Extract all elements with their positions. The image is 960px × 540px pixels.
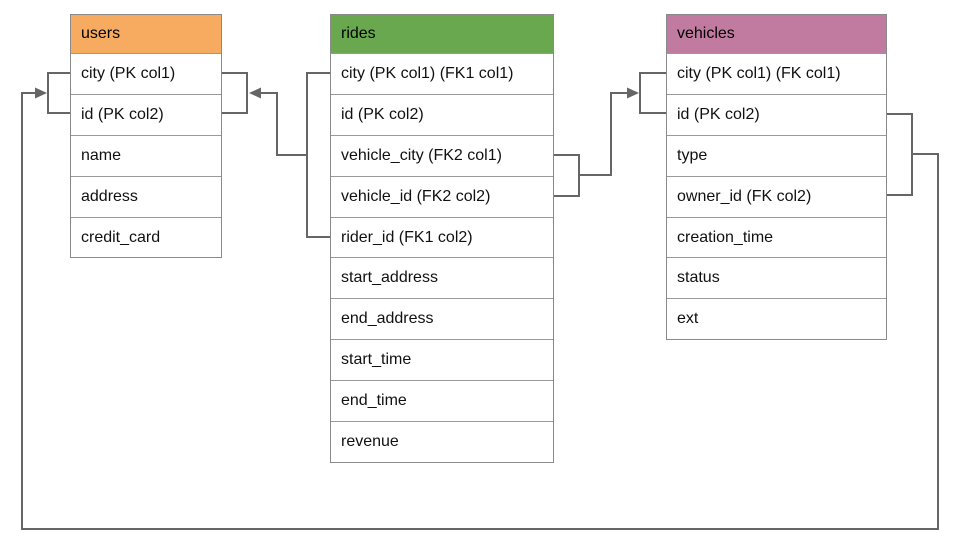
- arrowhead-into-users-left: [35, 87, 47, 99]
- table-users-header[interactable]: users: [71, 15, 221, 53]
- connector-users-left-bracket: [47, 72, 70, 114]
- table-row[interactable]: end_time: [331, 380, 553, 422]
- table-row[interactable]: city (PK col1): [71, 53, 221, 94]
- table-rides-rows: city (PK col1) (FK1 col1)id (PK col2)veh…: [331, 53, 553, 462]
- table-row[interactable]: address: [71, 175, 221, 217]
- table-rides[interactable]: rides city (PK col1) (FK1 col1)id (PK co…: [330, 14, 554, 463]
- table-row[interactable]: vehicle_id (FK2 col2): [331, 175, 553, 217]
- table-row[interactable]: start_time: [331, 339, 553, 381]
- table-row[interactable]: id (PK col2): [667, 93, 886, 135]
- table-row[interactable]: end_address: [331, 298, 553, 340]
- arrowhead-into-users-right: [249, 87, 261, 99]
- connector-rides-to-users: [252, 72, 330, 238]
- arrowhead-into-vehicles-left: [627, 87, 639, 99]
- table-row[interactable]: ext: [667, 298, 886, 340]
- connector-users-right-bracket: [222, 72, 248, 114]
- table-vehicles[interactable]: vehicles city (PK col1) (FK col1)id (PK …: [666, 14, 887, 341]
- table-row[interactable]: city (PK col1) (FK col1): [667, 53, 886, 94]
- table-row[interactable]: status: [667, 257, 886, 299]
- table-vehicles-header[interactable]: vehicles: [667, 15, 886, 53]
- connector-vehicles-to-users: [21, 92, 939, 530]
- table-row[interactable]: city (PK col1) (FK1 col1): [331, 53, 553, 94]
- table-row[interactable]: credit_card: [71, 216, 221, 258]
- connector-rides-to-vehicles: [554, 92, 636, 197]
- table-row[interactable]: revenue: [331, 421, 553, 462]
- table-row[interactable]: vehicle_city (FK2 col1): [331, 134, 553, 176]
- table-vehicles-rows: city (PK col1) (FK col1)id (PK col2)type…: [667, 53, 886, 340]
- table-rides-header[interactable]: rides: [331, 15, 553, 53]
- table-row[interactable]: start_address: [331, 257, 553, 299]
- table-row[interactable]: id (PK col2): [331, 93, 553, 135]
- table-row[interactable]: rider_id (FK1 col2): [331, 216, 553, 258]
- table-row[interactable]: id (PK col2): [71, 93, 221, 135]
- table-row[interactable]: creation_time: [667, 216, 886, 258]
- connector-vehicles-left-bracket: [639, 72, 666, 114]
- table-row[interactable]: type: [667, 134, 886, 176]
- table-row[interactable]: name: [71, 134, 221, 176]
- table-row[interactable]: owner_id (FK col2): [667, 175, 886, 217]
